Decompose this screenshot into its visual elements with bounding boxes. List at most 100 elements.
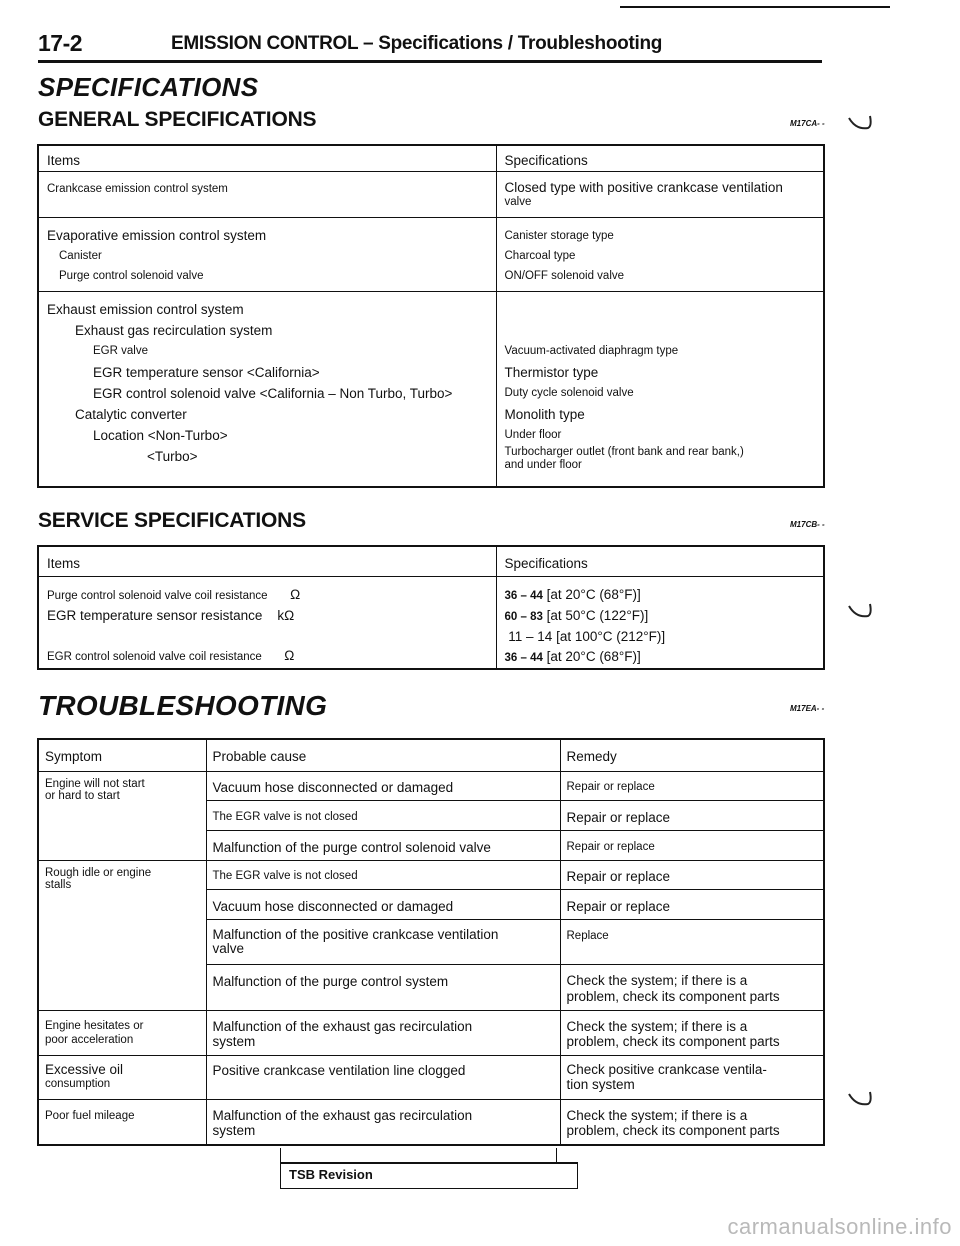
item-text: Crankcase emission control system	[47, 182, 228, 195]
binder-hole-mark	[848, 1091, 872, 1106]
service-specifications-table: Items Specifications Purge control solen…	[37, 545, 825, 670]
remedy-text: problem, check its component parts	[566, 1122, 780, 1138]
items-header: Items	[47, 153, 81, 168]
troubleshooting-section-code: M17EA- -	[790, 704, 825, 713]
item-text: Location <Non-Turbo>	[93, 427, 228, 443]
spec-text: Monolith type	[504, 406, 585, 422]
service-section-code: M17CB- -	[790, 520, 825, 529]
spec-text: and under floor	[504, 458, 582, 471]
symptom-text: or hard to start	[45, 789, 120, 802]
header-title: EMISSION CONTROL – Specifications / Trou…	[171, 33, 663, 54]
spec-text: ON/OFF solenoid valve	[504, 269, 625, 282]
item-text: <Turbo>	[147, 448, 198, 464]
cause-text: Vacuum hose disconnected or damaged	[212, 779, 454, 795]
spec-text: Turbocharger outlet (front bank and rear…	[504, 445, 744, 458]
remedy-header: Remedy	[566, 749, 617, 764]
binder-hole-mark	[848, 115, 872, 130]
item-text: EGR control solenoid valve <California –…	[93, 385, 453, 401]
cause-text: Malfunction of the exhaust gas recircula…	[212, 1018, 473, 1034]
cause-text: Positive crankcase ventilation line clog…	[212, 1062, 466, 1078]
spec-text: Thermistor type	[504, 364, 599, 380]
cause-text: Malfunction of the exhaust gas recircula…	[212, 1107, 473, 1123]
symptom-text: Poor fuel mileage	[45, 1109, 135, 1122]
item-text: EGR valve	[93, 344, 148, 357]
items-header: Items	[47, 556, 81, 571]
symptom-text: consumption	[45, 1077, 111, 1090]
table-row: Rough idle or engine stalls The EGR valv…	[37, 859, 825, 1010]
item-text: Catalytic converter	[75, 406, 187, 422]
general-row: Evaporative emission control system Cani…	[37, 216, 825, 291]
item-text: Evaporative emission control system	[47, 227, 267, 243]
troubleshooting-header-row: Symptom Probable cause Remedy	[37, 738, 825, 772]
item-text: Exhaust gas recirculation system	[75, 322, 273, 338]
cause-header: Probable cause	[212, 749, 307, 764]
tsb-revision-box: TSB Revision	[280, 1162, 578, 1189]
remedy-text: Repair or replace	[566, 868, 671, 884]
ohm-unit: Ω	[290, 586, 301, 602]
remedy-text: Repair or replace	[566, 780, 655, 793]
table-row: The EGR valve is not closed Repair or re…	[38, 799, 825, 831]
service-item: EGR temperature sensor resistance kΩ	[47, 607, 295, 623]
remedy-text: tion system	[566, 1076, 635, 1092]
cause-text: Malfunction of the positive crankcase ve…	[212, 926, 499, 942]
spec-text: Under floor	[504, 428, 562, 441]
binder-hole-mark	[848, 603, 872, 618]
footer-tick	[556, 1148, 557, 1162]
service-specifications-heading: SERVICE SPECIFICATIONS	[38, 509, 306, 532]
specifications-header: Specifications	[504, 153, 588, 168]
troubleshooting-table: Symptom Probable cause Remedy Engine wil…	[37, 738, 825, 1146]
symptom-text: stalls	[45, 878, 72, 891]
cause-text: Vacuum hose disconnected or damaged	[212, 898, 454, 914]
item-text: Exhaust emission control system	[47, 301, 244, 317]
spec-text: Canister storage type	[504, 229, 614, 242]
spec-text: Duty cycle solenoid valve	[504, 386, 634, 399]
remedy-text: Check the system; if there is a	[566, 1107, 748, 1123]
general-specifications-heading: GENERAL SPECIFICATIONS	[38, 108, 317, 131]
table-row: Excessive oil consumption Positive crank…	[37, 1054, 825, 1100]
footer: TSB Revision	[280, 1148, 578, 1189]
remedy-text: problem, check its component parts	[566, 1033, 780, 1049]
page-header: 17-2 EMISSION CONTROL – Specifications /…	[38, 30, 822, 63]
table-row: Malfunction of the purge control solenoi…	[38, 829, 825, 861]
cause-text: Malfunction of the purge control system	[212, 973, 449, 989]
tsb-revision-label: TSB Revision	[289, 1167, 373, 1182]
troubleshooting-heading: TROUBLESHOOTING	[38, 690, 328, 721]
item-text: EGR temperature sensor <California>	[93, 364, 320, 380]
top-rule	[620, 6, 890, 8]
service-spec: 11 – 14 [at 100°C (212°F)]	[508, 628, 666, 644]
item-text: Canister	[59, 249, 102, 262]
spec-text: valve	[504, 195, 532, 208]
symptom-text: Engine hesitates or	[45, 1019, 144, 1032]
table-row: Vacuum hose disconnected or damaged Repa…	[38, 888, 825, 920]
service-spec: 60 – 83 [at 50°C (122°F)]	[504, 607, 649, 623]
remedy-text: Repair or replace	[566, 840, 655, 853]
cause-text: Malfunction of the purge control solenoi…	[212, 839, 491, 855]
symptom-header: Symptom	[45, 749, 103, 764]
table-row: Engine hesitates or poor acceleration Ma…	[37, 1009, 825, 1056]
service-spec: 36 – 44 [at 20°C (68°F)]	[504, 648, 641, 664]
remedy-text: problem, check its component parts	[566, 988, 780, 1004]
specifications-header: Specifications	[504, 556, 588, 571]
symptom-text: Engine will not start	[45, 777, 145, 790]
cause-text: system	[212, 1122, 256, 1138]
service-item: Purge control solenoid valve coil resist…	[47, 586, 301, 602]
page-number: 17-2	[38, 30, 83, 56]
spec-text	[505, 299, 824, 320]
spec-text: Closed type with positive crankcase vent…	[504, 179, 783, 195]
cause-text: The EGR valve is not closed	[212, 869, 358, 882]
spec-text: Vacuum-activated diaphragm type	[504, 344, 679, 357]
remedy-text: Repair or replace	[566, 898, 671, 914]
service-spec: 36 – 44 [at 20°C (68°F)]	[504, 586, 641, 602]
remedy-text: Check positive crankcase ventila-	[566, 1061, 767, 1077]
service-rows: Purge control solenoid valve coil resist…	[37, 575, 825, 669]
table-row: Engine will not start or hard to start V…	[37, 770, 825, 860]
remedy-text: Repair or replace	[566, 809, 671, 825]
service-item	[47, 626, 496, 646]
general-row: Exhaust emission control system Exhaust …	[37, 290, 825, 487]
remedy-text: Check the system; if there is a	[566, 972, 748, 988]
general-section-code: M17CA- -	[790, 119, 825, 128]
general-header-row: Items Specifications	[37, 145, 825, 171]
footer-tick	[280, 1148, 281, 1162]
ohm-unit: Ω	[284, 647, 295, 663]
cause-text: system	[212, 1033, 256, 1049]
